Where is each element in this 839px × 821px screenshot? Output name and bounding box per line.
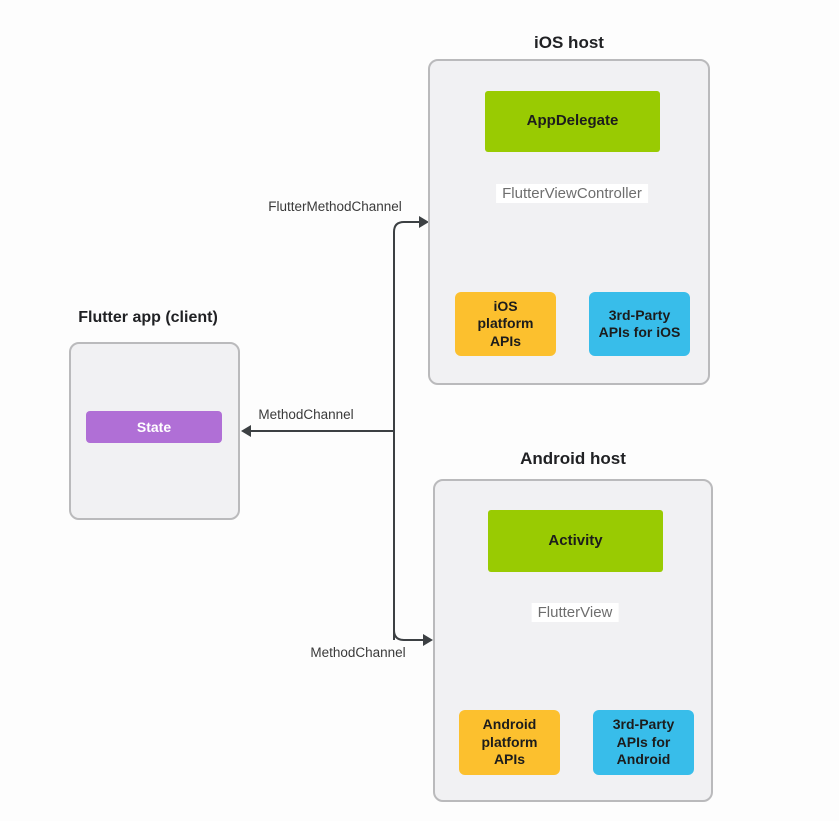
state-box: State xyxy=(86,411,222,443)
arrowhead-into-android-host xyxy=(423,634,433,646)
flutterviewcontroller-label: FlutterViewController xyxy=(496,184,648,203)
method-channel-left-label: MethodChannel xyxy=(258,407,354,422)
arrowhead-into-flutter-app xyxy=(241,425,251,437)
android-platform-apis-box: Android platform APIs xyxy=(459,710,560,775)
ios-host-title: iOS host xyxy=(534,33,604,52)
android-third-party-apis-box: 3rd-Party APIs for Android xyxy=(593,710,694,775)
method-channel-bottom-label: MethodChannel xyxy=(310,645,406,660)
flutter-app-title: Flutter app (client) xyxy=(78,309,218,326)
ios-platform-apis-box: iOS platform APIs xyxy=(455,292,556,356)
ios-third-party-apis-box: 3rd-Party APIs for iOS xyxy=(589,292,690,356)
activity-box: Activity xyxy=(488,510,663,572)
channel-trunk-line xyxy=(393,221,419,640)
flutterview-label: FlutterView xyxy=(531,603,619,622)
android-host-title: Android host xyxy=(520,449,626,468)
flutter-method-channel-label: FlutterMethodChannel xyxy=(268,199,402,214)
arrowhead-into-ios-host xyxy=(419,216,429,228)
method-channel-bottom-line xyxy=(393,629,423,641)
appdelegate-box: AppDelegate xyxy=(485,91,660,152)
